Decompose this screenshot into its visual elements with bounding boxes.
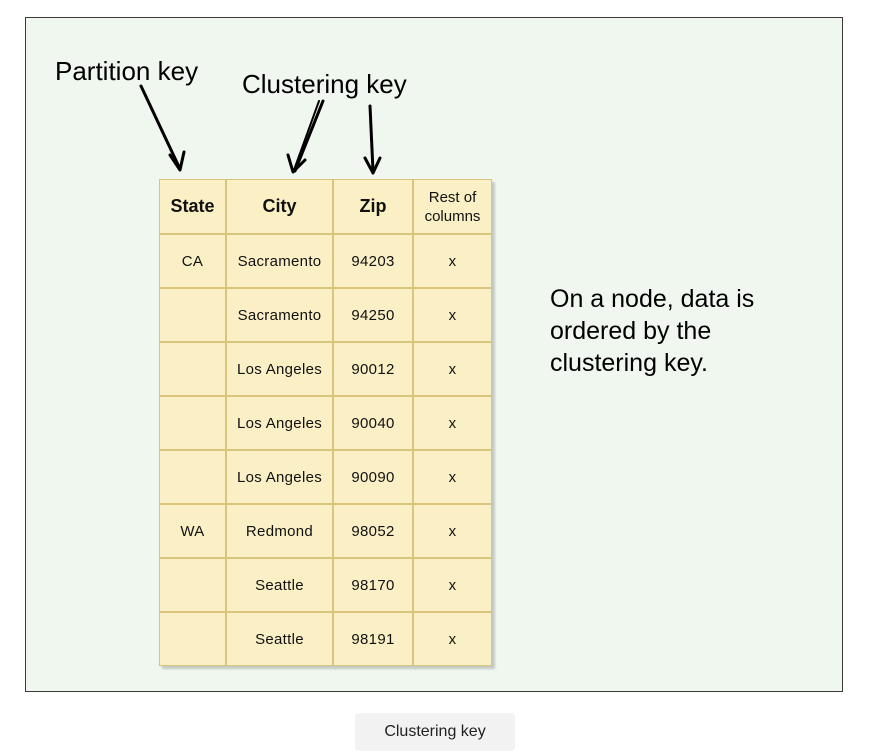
cell-rest: x [413,504,492,558]
cell-zip: 98052 [333,504,413,558]
cell-city: Los Angeles [226,342,333,396]
partition-key-label: Partition key [55,56,199,86]
header-state: State [159,179,226,234]
zip-clustering-arrow-icon [363,104,382,175]
cell-state [159,558,226,612]
header-city: City [226,179,333,234]
cell-zip: 90090 [333,450,413,504]
cell-state [159,396,226,450]
ordering-note: On a node, data is ordered by the cluste… [550,285,755,377]
cell-rest: x [413,450,492,504]
cell-rest: x [413,612,492,666]
cell-city: Los Angeles [226,396,333,450]
cell-rest: x [413,396,492,450]
caption-label: Clustering key [384,723,486,740]
cell-city: Redmond [226,504,333,558]
cell-rest: x [413,342,492,396]
cell-city: Sacramento [226,288,333,342]
header-rest-of-columns: Rest of columns [413,179,492,234]
cell-zip: 98191 [333,612,413,666]
clustering-key-label: Clustering key [242,69,407,99]
caption-button[interactable]: Clustering key [355,713,515,751]
diagram-canvas: Partition key Clustering key State City … [25,17,843,692]
cell-city: Seattle [226,612,333,666]
cell-zip: 94203 [333,234,413,288]
table-header-row: State City Zip Rest of columns [159,179,492,234]
cell-city: Los Angeles [226,450,333,504]
cell-city: Seattle [226,558,333,612]
cell-rest: x [413,234,492,288]
cell-state: WA [159,504,226,558]
cell-state [159,450,226,504]
partition-key-arrow-icon [139,84,186,172]
cell-state [159,288,226,342]
cell-zip: 90040 [333,396,413,450]
cell-zip: 94250 [333,288,413,342]
cell-zip: 98170 [333,558,413,612]
cell-city: Sacramento [226,234,333,288]
cell-state [159,612,226,666]
cell-state [159,342,226,396]
header-zip: Zip [333,179,413,234]
city-clustering-arrow-icon [286,99,325,174]
cell-state: CA [159,234,226,288]
cell-rest: x [413,288,492,342]
cell-rest: x [413,558,492,612]
cell-zip: 90012 [333,342,413,396]
